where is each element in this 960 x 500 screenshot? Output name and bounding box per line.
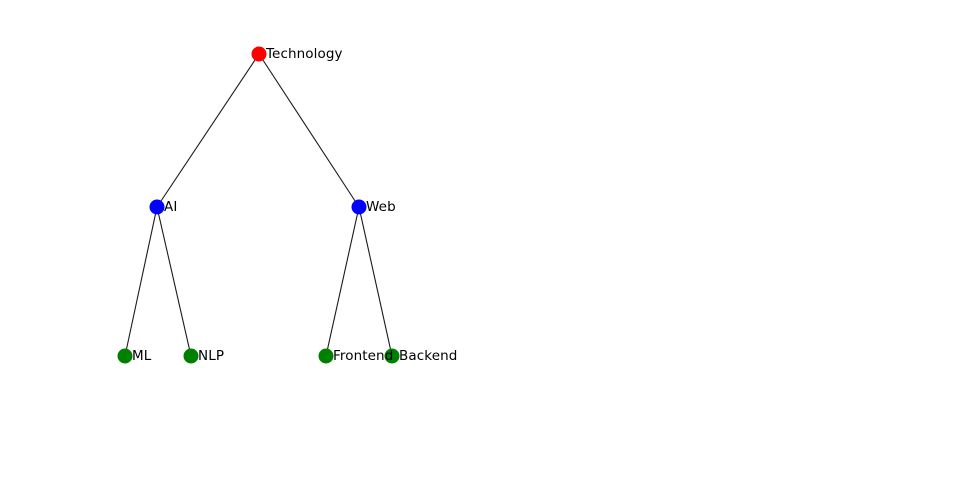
graph-node-nlp[interactable] (183, 348, 199, 364)
graph-edge (124, 206, 158, 357)
graph-node-ai[interactable] (149, 199, 165, 215)
graph-edge (156, 53, 260, 208)
node-label-frontend: Frontend (333, 347, 394, 364)
graph-node-ml[interactable] (117, 348, 133, 364)
node-label-technology: Technology (266, 45, 343, 62)
node-label-ai: AI (164, 198, 178, 215)
edge-layer (124, 53, 393, 357)
graph-edge (358, 206, 393, 357)
graph-node-backend[interactable] (384, 348, 400, 364)
graph-node-frontend[interactable] (318, 348, 334, 364)
node-label-nlp: NLP (198, 347, 225, 364)
graph-edge (325, 206, 360, 357)
graph-node-technology[interactable] (251, 46, 267, 62)
node-label-ml: ML (132, 347, 152, 364)
node-label-web: Web (366, 198, 396, 215)
node-label-backend: Backend (399, 347, 458, 364)
graph-node-web[interactable] (351, 199, 367, 215)
graph-edge (156, 206, 192, 357)
graph-edge (258, 53, 360, 208)
node-layer (117, 46, 400, 364)
